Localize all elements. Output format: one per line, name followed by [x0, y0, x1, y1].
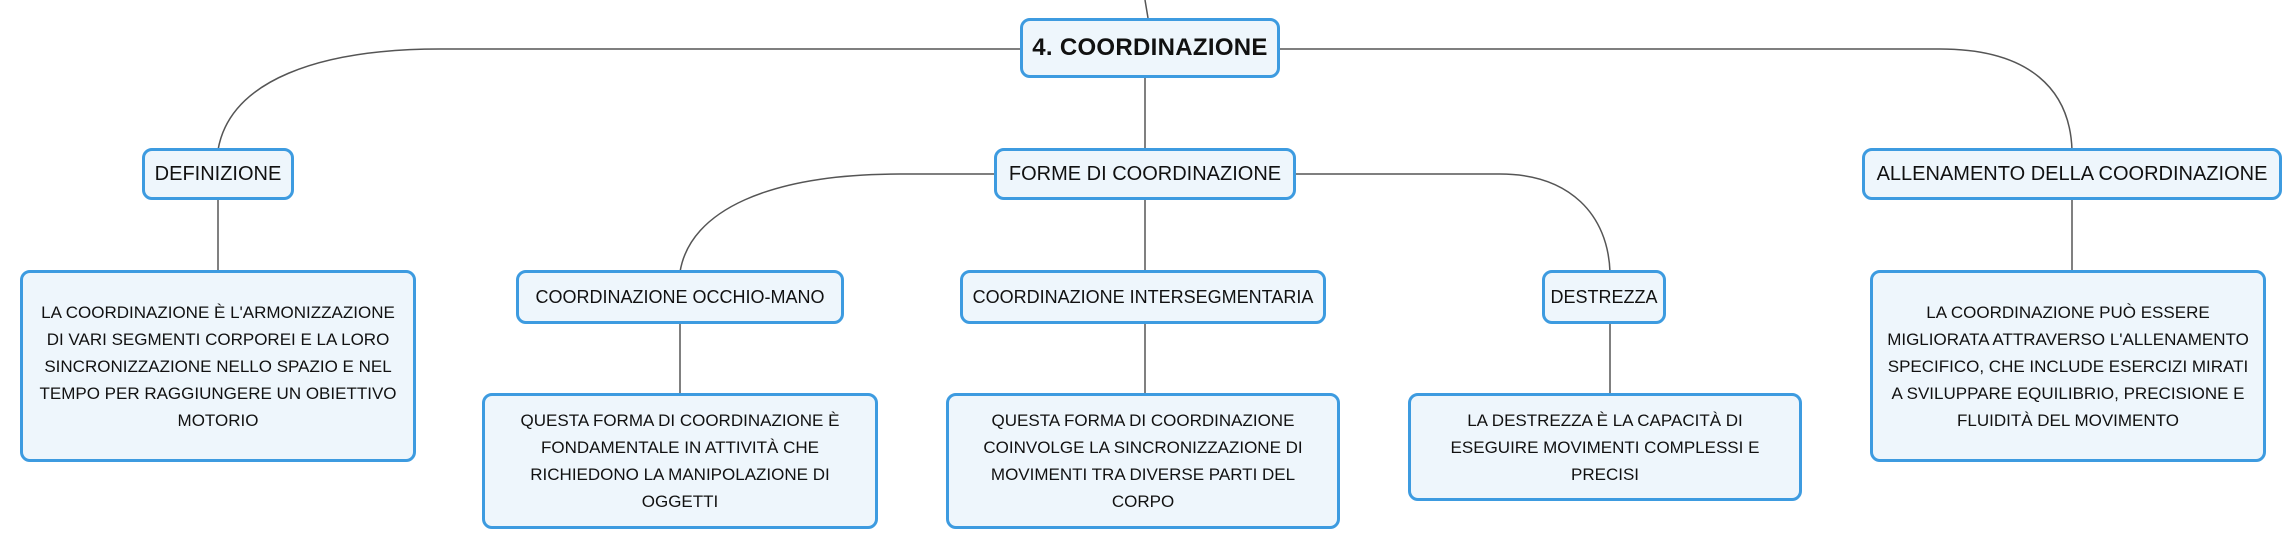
connector-root-definizione	[217, 48, 1020, 151]
occhio-mano-label: COORDINAZIONE OCCHIO-MANO	[535, 286, 825, 307]
occhio-mano-node[interactable]: COORDINAZIONE OCCHIO-MANO	[516, 270, 844, 324]
allenamento-text: LA COORDINAZIONE PUÒ ESSERE MIGLIORATA A…	[1887, 302, 2249, 430]
destrezza-label: DESTREZZA	[1550, 286, 1658, 307]
allenamento-text-node[interactable]: LA COORDINAZIONE PUÒ ESSERE MIGLIORATA A…	[1870, 270, 2266, 462]
intersegmentaria-text: QUESTA FORMA DI COORDINAZIONE COINVOLGE …	[983, 411, 1303, 511]
intersegmentaria-node[interactable]: COORDINAZIONE INTERSEGMENTARIA	[960, 270, 1326, 324]
destrezza-text: LA DESTREZZA È LA CAPACITÀ DI ESEGUIRE M…	[1450, 410, 1760, 484]
destrezza-text-node[interactable]: LA DESTREZZA È LA CAPACITÀ DI ESEGUIRE M…	[1408, 393, 1802, 501]
occhio-mano-text-node[interactable]: QUESTA FORMA DI COORDINAZIONE È FONDAMEN…	[482, 393, 878, 529]
forme-label: FORME DI COORDINAZIONE	[1008, 162, 1282, 185]
definizione-node[interactable]: DEFINIZIONE	[142, 148, 294, 200]
allenamento-label: ALLENAMENTO DELLA COORDINAZIONE	[1876, 162, 2268, 185]
connector-top	[1144, 0, 1149, 19]
forme-node[interactable]: FORME DI COORDINAZIONE	[994, 148, 1296, 200]
connector-root-allenamento	[1280, 48, 2073, 151]
occhio-mano-text: QUESTA FORMA DI COORDINAZIONE È FONDAMEN…	[520, 411, 840, 511]
root-node[interactable]: 4. COORDINAZIONE	[1020, 18, 1280, 78]
definizione-text: LA COORDINAZIONE È L'ARMONIZZAZIONE DI V…	[39, 302, 397, 430]
definizione-text-node[interactable]: LA COORDINAZIONE È L'ARMONIZZAZIONE DI V…	[20, 270, 416, 462]
connector-forme-destrezza	[1294, 173, 1611, 273]
allenamento-node[interactable]: ALLENAMENTO DELLA COORDINAZIONE	[1862, 148, 2282, 200]
connector-forme-occhio	[679, 173, 996, 273]
intersegmentaria-label: COORDINAZIONE INTERSEGMENTARIA	[972, 286, 1314, 307]
root-label: 4. COORDINAZIONE	[1032, 34, 1268, 61]
definizione-label: DEFINIZIONE	[154, 162, 282, 185]
destrezza-node[interactable]: DESTREZZA	[1542, 270, 1666, 324]
intersegmentaria-text-node[interactable]: QUESTA FORMA DI COORDINAZIONE COINVOLGE …	[946, 393, 1340, 529]
